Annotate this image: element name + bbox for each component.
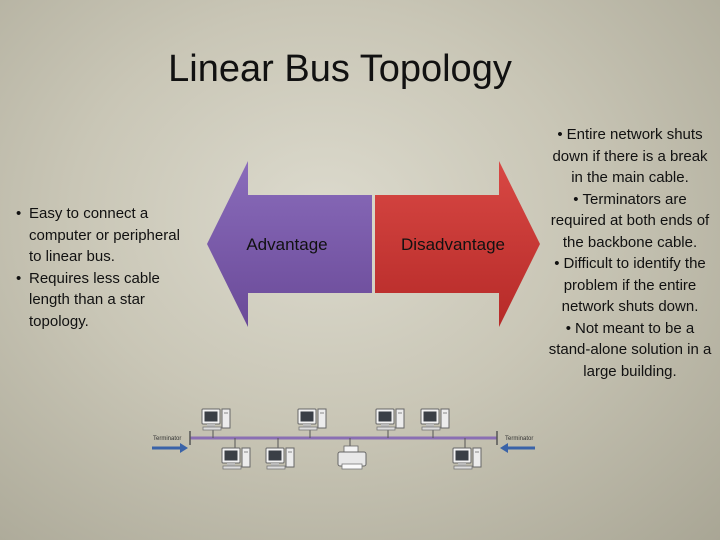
computer-icon (221, 447, 251, 470)
advantage-item: Easy to connect a computer or peripheral… (11, 203, 186, 268)
disadvantage-label: Disadvantage (401, 235, 505, 254)
computer-icon (452, 447, 482, 470)
disadvantage-item: Not meant to be a stand-alone solution i… (546, 318, 714, 383)
slide-title: Linear Bus Topology (168, 48, 512, 90)
disadvantage-arrow (375, 161, 540, 327)
advantage-label: Advantage (246, 235, 328, 254)
advantages-list: Easy to connect a computer or peripheral… (11, 203, 186, 332)
computer-icon (201, 408, 231, 431)
terminator-left-label: Terminator (153, 436, 182, 442)
computer-icon (420, 408, 450, 431)
terminator-right-arrow (500, 443, 535, 453)
network-bus-diagram (152, 408, 535, 470)
advantage-item: Requires less cable length than a star t… (11, 268, 186, 333)
printer-icon (337, 445, 367, 470)
disadvantage-item: Terminators are required at both ends of… (546, 189, 714, 254)
disadvantage-item: Entire network shuts down if there is a … (546, 124, 714, 189)
terminator-left-arrow (152, 443, 188, 453)
terminator-right-label: Terminator (505, 436, 534, 442)
computer-icon (375, 408, 405, 431)
computer-icon (297, 408, 327, 431)
advantage-arrow (207, 161, 372, 327)
disadvantages-list: Entire network shuts down if there is a … (546, 124, 714, 382)
computer-icon (265, 447, 295, 470)
disadvantage-item: Difficult to identify the problem if the… (546, 253, 714, 318)
